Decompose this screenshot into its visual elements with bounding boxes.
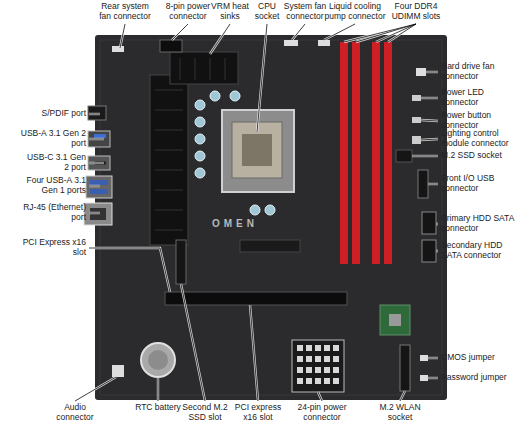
- part-label: Audio connector: [48, 403, 102, 422]
- part-label: USB-C 3.1 Gen 2 port: [20, 153, 86, 172]
- part-label: Secondary HDD SATA connector: [441, 241, 517, 260]
- part-label: M.2 SSD socket: [441, 151, 517, 161]
- part-label: 24-pin power connector: [292, 403, 352, 422]
- part-label: CPU socket: [252, 2, 282, 21]
- part-label: Front I/O USB connector: [441, 174, 517, 193]
- part-label: S/PDIF port: [4, 109, 86, 119]
- part-label: VRM heat sinks: [210, 2, 250, 21]
- part-label: Power LED connector: [441, 88, 517, 107]
- part-label: Primary HDD SATA connector: [441, 214, 517, 233]
- part-label: Hard drive fan connector: [441, 62, 517, 81]
- part-label: Power button connector: [441, 111, 517, 130]
- part-label: CMOS jumper: [441, 353, 517, 363]
- part-label: Lighting control module connector: [441, 129, 517, 148]
- part-label: RTC battery: [128, 403, 188, 413]
- part-label: USB-A 3.1 Gen 2 port: [20, 129, 86, 148]
- part-label: 8-pin power connector: [160, 2, 216, 21]
- part-label: Liquid cooling pump connector: [322, 2, 388, 21]
- part-label: PCI Express x16 slot: [20, 238, 86, 257]
- part-label: Four DDR4 UDIMM slots: [388, 2, 444, 21]
- brand-mark: OMEN: [205, 218, 265, 229]
- part-label: PCI express x16 slot: [230, 403, 286, 422]
- part-label: RJ-45 (Ethernet) port: [20, 203, 86, 222]
- part-label: Rear system fan connector: [95, 2, 155, 21]
- part-label: Four USB-A 3.1 Gen 1 ports: [20, 176, 86, 195]
- part-label: Second M.2 SSD slot: [180, 403, 230, 422]
- part-label: Password jumper: [441, 373, 517, 383]
- part-label: System fan connector: [280, 2, 330, 21]
- part-label: M.2 WLAN socket: [372, 403, 428, 422]
